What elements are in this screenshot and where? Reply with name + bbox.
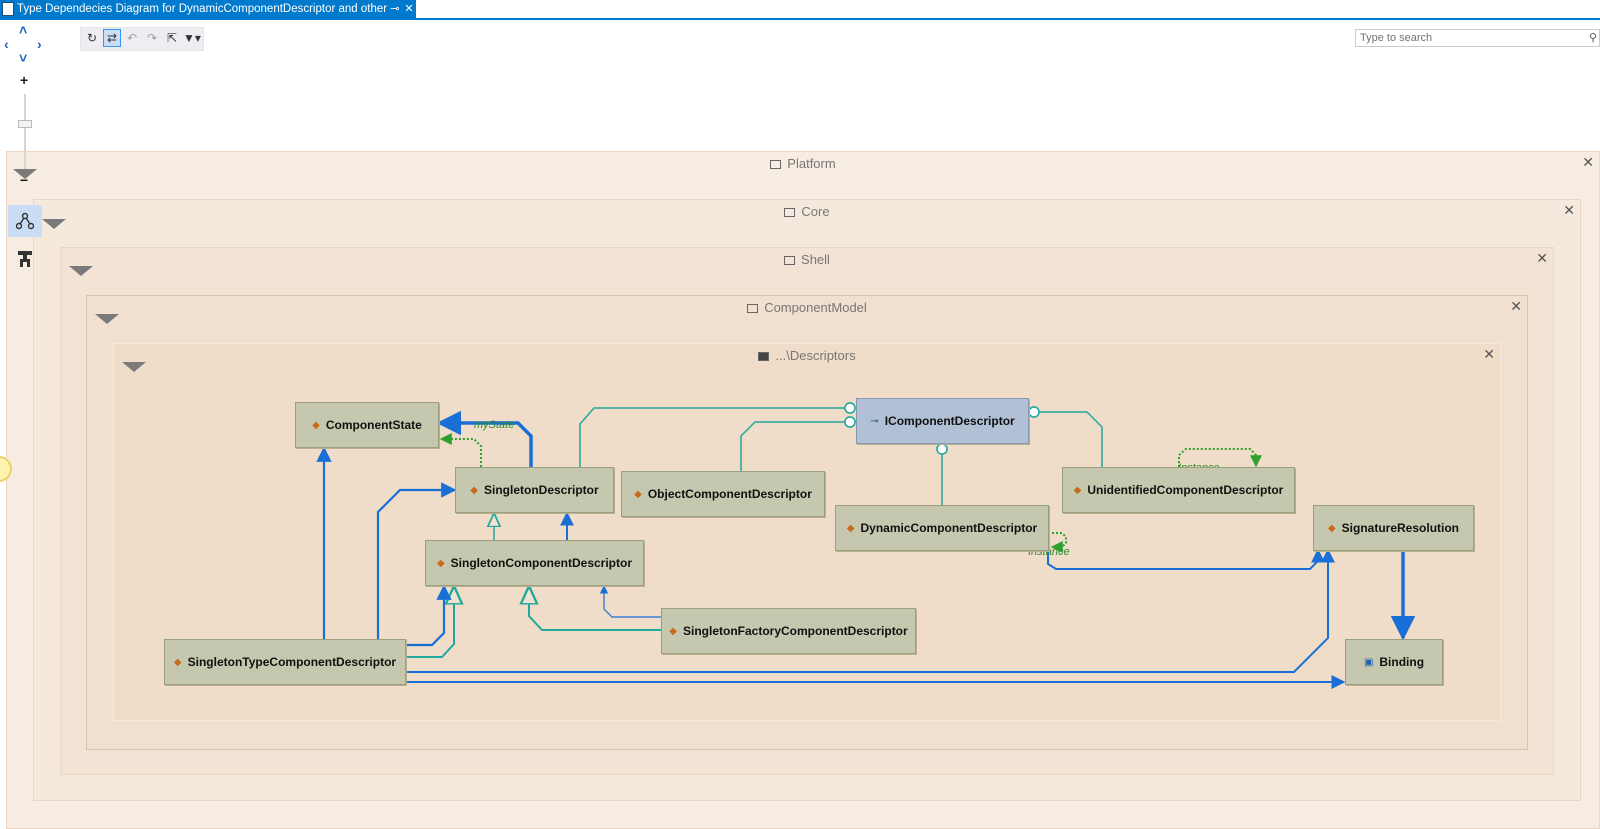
edge-label-mystate: myState: [474, 419, 515, 431]
layers-button[interactable]: [8, 243, 42, 275]
node-icomponentdescriptor[interactable]: ⊸ IComponentDescriptor: [856, 398, 1029, 444]
node-label: IComponentDescriptor: [884, 414, 1015, 428]
collapse-triangle-icon[interactable]: [95, 314, 119, 324]
node-singletondescriptor[interactable]: ◆ SingletonDescriptor: [455, 467, 614, 513]
assembly-icon: [784, 208, 796, 218]
search-icon[interactable]: ⚲: [1588, 32, 1597, 44]
tab-close-icon[interactable]: ✕: [404, 3, 414, 15]
search-input[interactable]: [1356, 30, 1584, 46]
undo-icon[interactable]: ↶: [126, 31, 138, 45]
edge-unidentified-instance[interactable]: [1178, 448, 1262, 468]
group-label-descriptors: ...\Descriptors: [775, 348, 856, 363]
close-icon[interactable]: ✕: [1483, 346, 1495, 362]
edge-singletonfactory-inherits-singletoncomponentdescriptor[interactable]: [529, 586, 661, 631]
collapse-triangle-icon[interactable]: [42, 219, 66, 229]
node-componentstate[interactable]: ◆ ComponentState: [295, 402, 439, 448]
zoom-out-icon[interactable]: −: [20, 172, 29, 188]
collapse-triangle-icon[interactable]: [69, 266, 93, 276]
diagram-toolbar: ↻ ⇄ ↶ ↷ ⇱ ▼▾: [80, 27, 204, 51]
edge-singletondescriptor-mystate[interactable]: [439, 433, 482, 467]
node-label: SingletonComponentDescriptor: [450, 556, 633, 570]
export-icon[interactable]: ⇱: [166, 31, 178, 45]
node-label: SingletonDescriptor: [484, 483, 599, 497]
node-unidentifiedcomponentdescriptor[interactable]: ◆ UnidentifiedComponentDescriptor: [1062, 467, 1295, 513]
assembly-icon: [784, 256, 796, 266]
class-icon: ◆: [173, 656, 182, 668]
class-icon: ◆: [669, 625, 677, 637]
class-icon: ◆: [634, 488, 642, 500]
group-label-componentmodel: ComponentModel: [764, 300, 867, 315]
zoom-slider: + −: [18, 72, 32, 188]
dependency-graph-button[interactable]: [8, 205, 42, 237]
struct-icon: ▣: [1363, 656, 1374, 668]
node-label: Binding: [1379, 655, 1425, 669]
abstract-class-icon: ◆: [436, 557, 445, 569]
pan-up-icon[interactable]: ˄: [19, 22, 28, 38]
abstract-class-icon: ◆: [470, 484, 478, 496]
node-singletoncomponentdescriptor[interactable]: ◆ SingletonComponentDescriptor: [425, 540, 644, 586]
node-label: UnidentifiedComponentDescriptor: [1087, 483, 1284, 497]
node-signatureresolution[interactable]: ◆ SignatureResolution: [1313, 505, 1474, 551]
namespace-icon: [747, 304, 759, 314]
edge-unidentifiedcomponentdescriptor-implements-icomponentdescriptor[interactable]: [1028, 406, 1103, 467]
edge-dynamic-instance[interactable]: [1048, 532, 1067, 553]
edge-singletondescriptor-implements-icomponentdescriptor[interactable]: [579, 402, 856, 467]
close-icon[interactable]: ✕: [1510, 298, 1522, 314]
node-label: SingletonTypeComponentDescriptor: [187, 655, 397, 669]
close-icon[interactable]: ✕: [1563, 202, 1575, 218]
document-tab[interactable]: Type Dependecies Diagram for DynamicComp…: [0, 0, 416, 18]
close-icon[interactable]: ✕: [1536, 250, 1548, 266]
refresh-icon[interactable]: ↻: [86, 31, 98, 45]
pin-icon[interactable]: ⊸: [390, 3, 400, 15]
collapse-triangle-icon[interactable]: [13, 169, 37, 179]
pan-control: ˄ ‹ › ˅: [4, 22, 48, 84]
tab-title: Type Dependecies Diagram for DynamicComp…: [17, 3, 388, 15]
enum-icon: ◆: [312, 419, 320, 431]
edge-singletondescriptor-uses-componentstate[interactable]: [436, 410, 533, 467]
node-singletontypecomponentdescriptor[interactable]: ◆ SingletonTypeComponentDescriptor: [164, 639, 406, 685]
diagram-document-icon: [2, 2, 14, 16]
node-dynamiccomponentdescriptor[interactable]: ◆ DynamicComponentDescriptor: [835, 505, 1049, 551]
edge-singletontype-uses-signatureresolution[interactable]: [405, 548, 1335, 673]
class-icon: ◆: [846, 522, 855, 534]
pan-right-icon[interactable]: ›: [37, 36, 42, 52]
document-tab-bar: Type Dependecies Diagram for DynamicComp…: [0, 0, 1600, 20]
layout-icon[interactable]: ⇄: [103, 29, 121, 47]
edge-singletontype-uses-singletoncomponentdescriptor[interactable]: [405, 584, 452, 647]
assembly-icon: [770, 160, 782, 170]
search-box: ⚲: [1355, 29, 1600, 47]
edge-singletontype-uses-singletondescriptor[interactable]: [376, 482, 457, 639]
interface-icon: ⊸: [870, 415, 879, 427]
group-label-shell: Shell: [801, 252, 830, 267]
node-label: SingletonFactoryComponentDescriptor: [683, 624, 908, 638]
node-label: DynamicComponentDescriptor: [860, 521, 1038, 535]
edge-dynamiccomponentdescriptor-uses-signatureresolution[interactable]: [1047, 548, 1325, 570]
redo-icon[interactable]: ↷: [146, 31, 158, 45]
node-label: ComponentState: [325, 418, 422, 432]
edge-singletontype-inherits-singletoncomponentdescriptor[interactable]: [405, 586, 454, 658]
edge-objectcomponentdescriptor-implements-icomponentdescriptor[interactable]: [740, 416, 856, 471]
tree-layout-icon: [18, 251, 32, 267]
collapse-triangle-icon[interactable]: [122, 362, 146, 372]
node-label: ObjectComponentDescriptor: [647, 487, 812, 501]
close-icon[interactable]: ✕: [1582, 154, 1594, 170]
class-icon: ◆: [1327, 522, 1336, 534]
pan-left-icon[interactable]: ‹: [4, 36, 9, 52]
node-singletonfactorycomponentdescriptor[interactable]: ◆ SingletonFactoryComponentDescriptor: [661, 608, 916, 654]
folder-icon: [758, 352, 770, 362]
graph-icon: [16, 212, 34, 230]
class-icon: ◆: [1073, 484, 1082, 496]
node-label: SignatureResolution: [1341, 521, 1460, 535]
edge-singletonfactory-uses-singletoncomponentdescriptor[interactable]: [599, 585, 661, 618]
node-objectcomponentdescriptor[interactable]: ◆ ObjectComponentDescriptor: [621, 471, 825, 517]
filter-icon[interactable]: ▼▾: [183, 31, 201, 45]
group-label-platform: Platform: [787, 156, 836, 171]
group-label-core: Core: [801, 204, 830, 219]
zoom-in-icon[interactable]: +: [20, 72, 29, 88]
zoom-track[interactable]: [24, 94, 26, 169]
zoom-thumb[interactable]: [18, 120, 32, 128]
pan-down-icon[interactable]: ˅: [19, 50, 28, 66]
node-binding[interactable]: ▣ Binding: [1345, 639, 1443, 685]
